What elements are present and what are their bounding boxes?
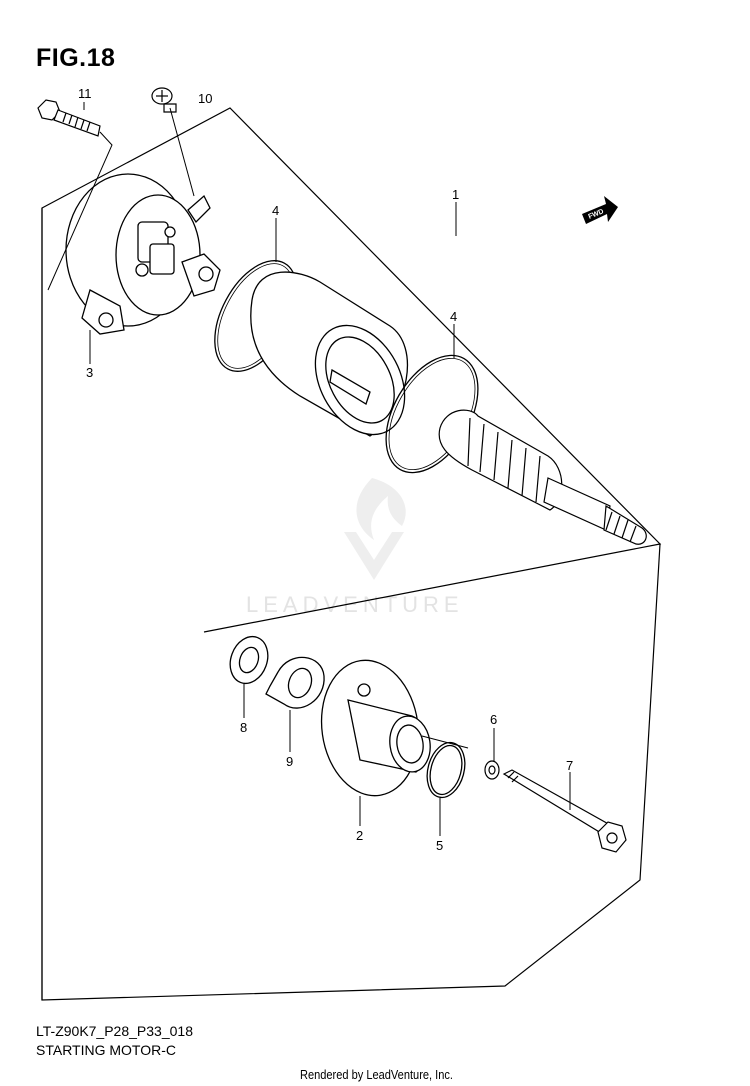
callout-8: 8 bbox=[240, 720, 247, 735]
front-housing-part-2 bbox=[320, 659, 431, 797]
watermark-text: LEADVENTURE bbox=[246, 592, 464, 617]
figure-title: FIG.18 bbox=[36, 44, 116, 72]
figure-subtitle: STARTING MOTOR-C bbox=[36, 1042, 176, 1058]
callout-2: 2 bbox=[356, 828, 363, 843]
leader-lines bbox=[47, 102, 571, 836]
callout-7: 7 bbox=[566, 758, 573, 773]
end-cover-part-3 bbox=[65, 173, 221, 335]
callout-1: 1 bbox=[452, 187, 459, 202]
o-ring-part-5 bbox=[426, 741, 466, 799]
render-credit: Rendered by LeadVenture, Inc. bbox=[300, 1067, 453, 1082]
yoke-housing bbox=[250, 271, 409, 437]
callout-4-lower: 4 bbox=[450, 309, 457, 324]
callout-11: 11 bbox=[78, 86, 92, 101]
lock-washer-part-9 bbox=[265, 656, 325, 709]
callout-10: 10 bbox=[198, 91, 212, 106]
figure-code: LT-Z90K7_P28_P33_018 bbox=[36, 1023, 193, 1039]
callout-4-upper: 4 bbox=[272, 203, 279, 218]
screw-part-10 bbox=[151, 87, 177, 113]
forward-arrow-icon: FWD bbox=[582, 196, 618, 224]
callout-6: 6 bbox=[490, 712, 497, 727]
callout-3: 3 bbox=[86, 365, 93, 380]
armature bbox=[438, 409, 647, 545]
assembly-outline bbox=[41, 107, 662, 1001]
washer-part-6 bbox=[484, 760, 500, 780]
callout-5: 5 bbox=[436, 838, 443, 853]
callout-9: 9 bbox=[286, 754, 293, 769]
leadventure-watermark: LEADVENTURE bbox=[246, 478, 464, 617]
washer-part-8 bbox=[229, 635, 269, 685]
bolt-part-11 bbox=[37, 99, 101, 137]
long-bolt-part-7 bbox=[502, 769, 627, 853]
